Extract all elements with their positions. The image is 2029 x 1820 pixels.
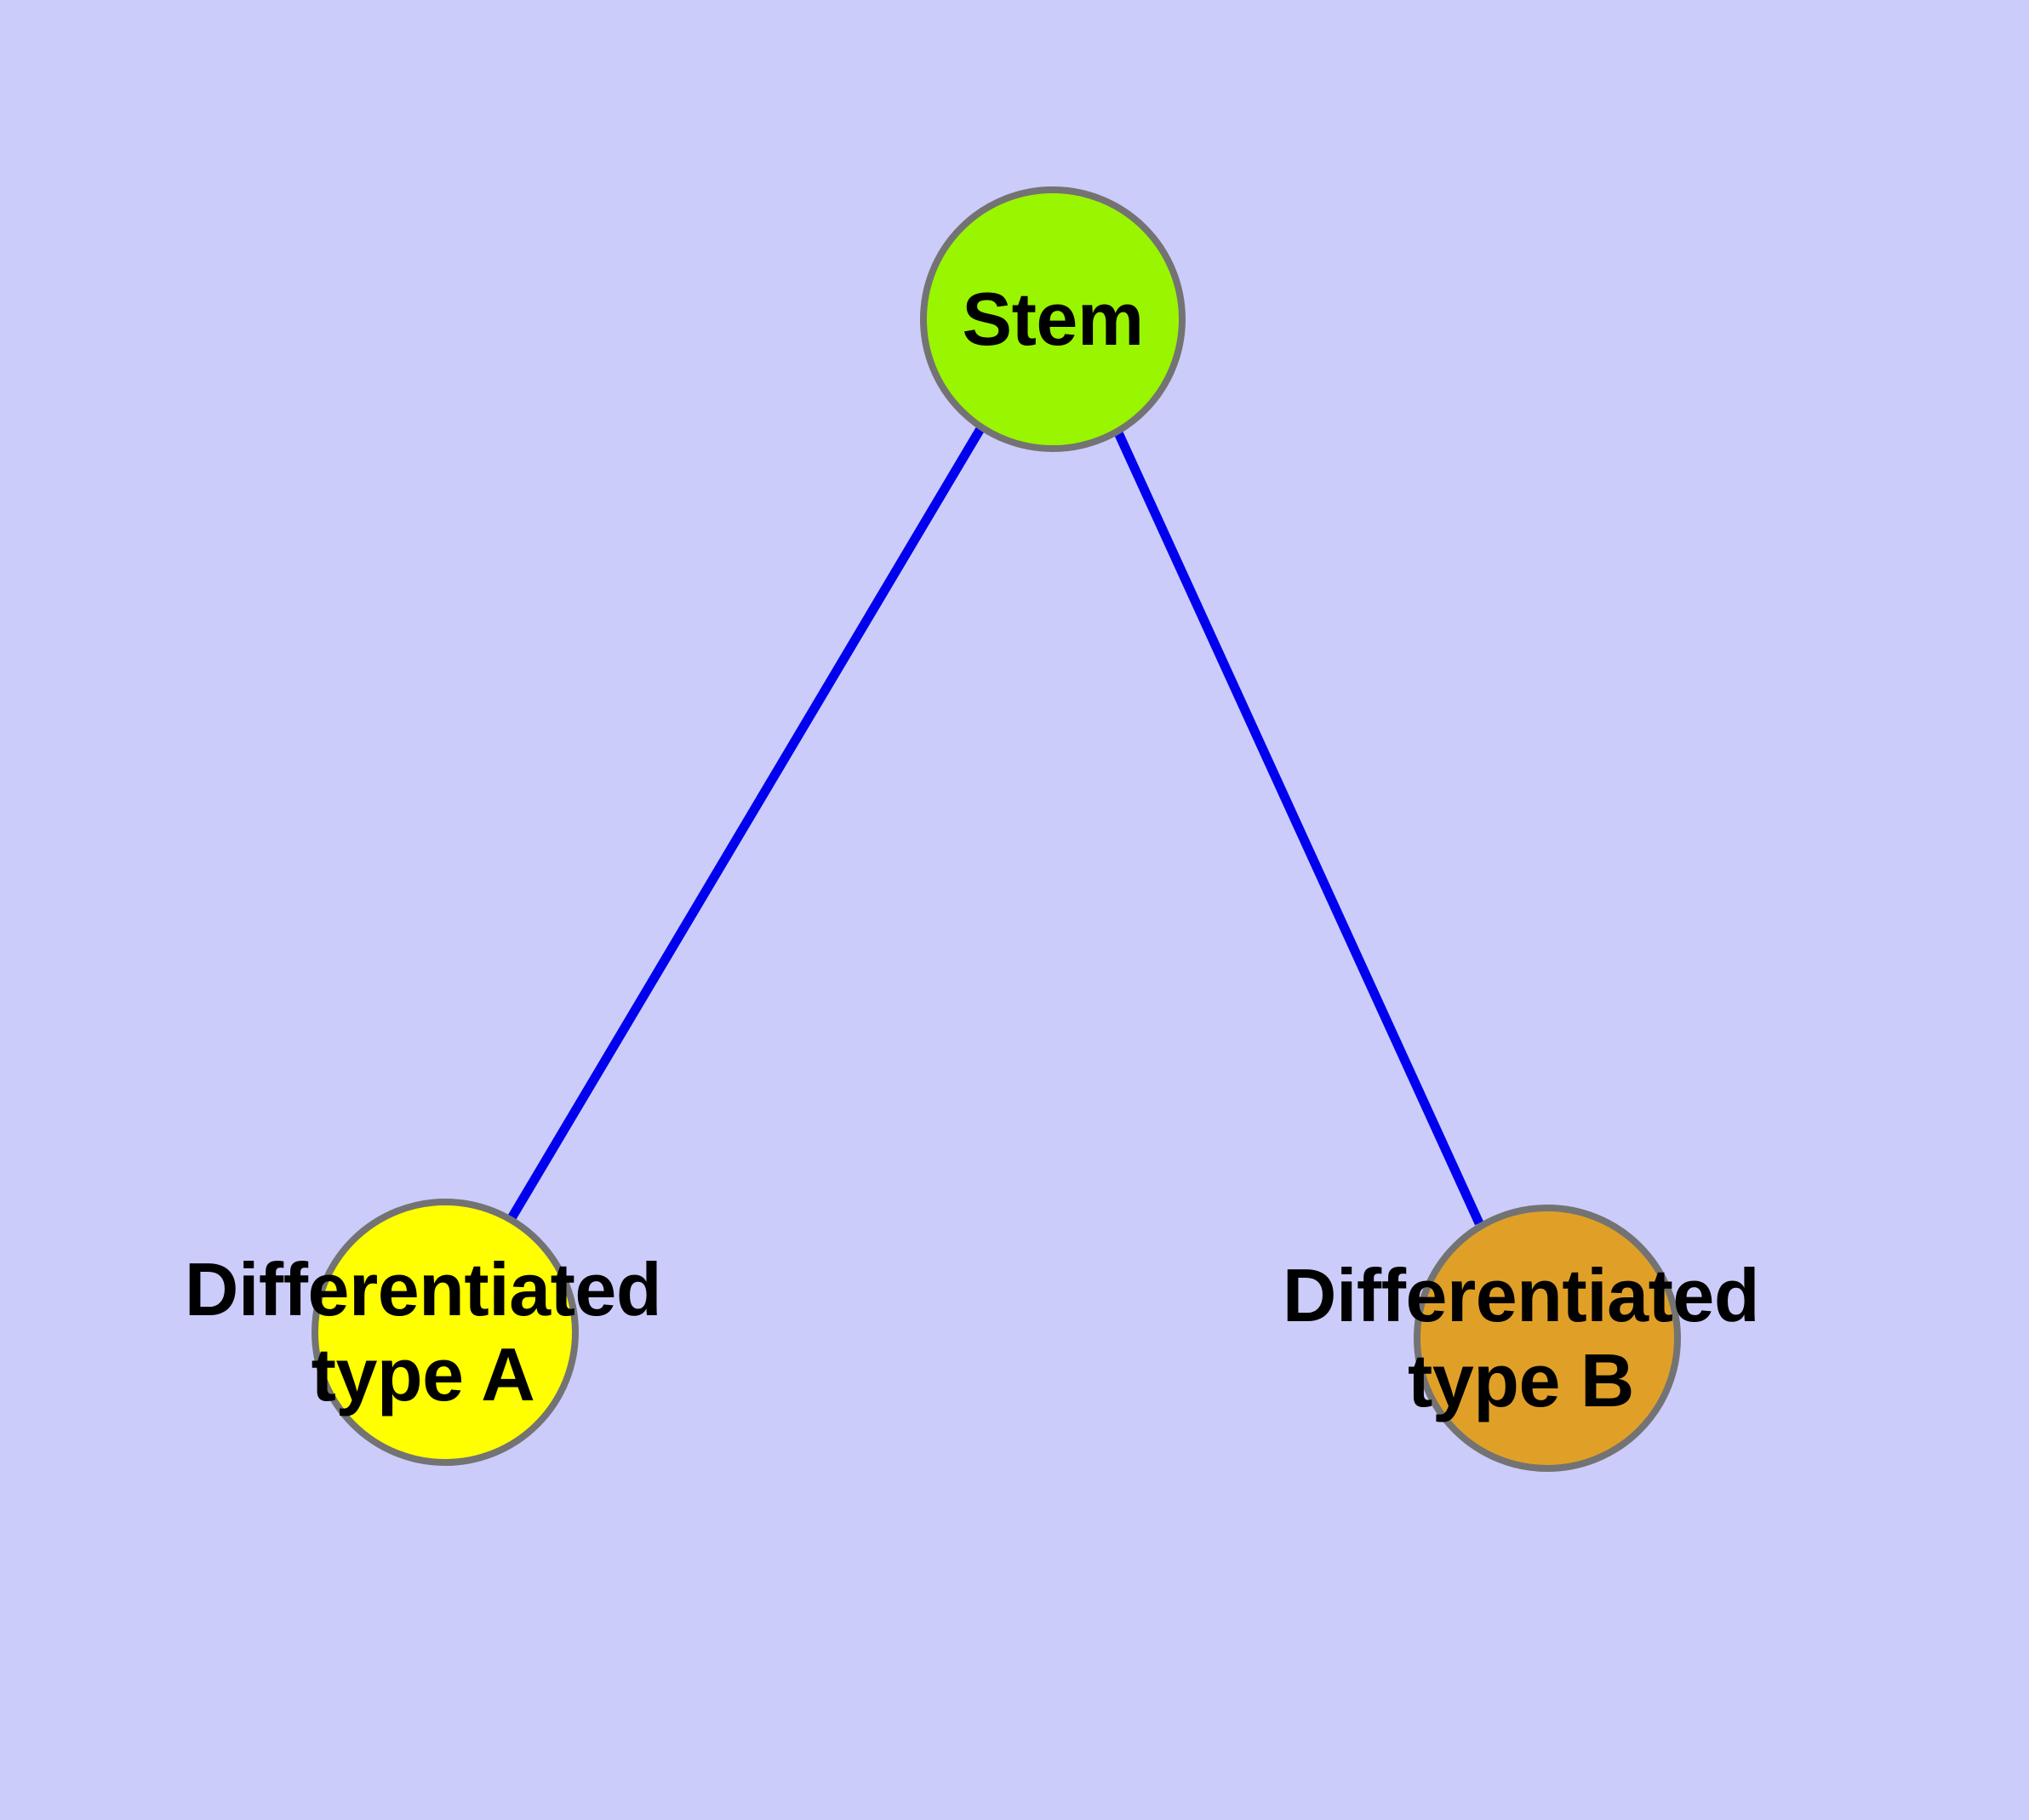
node-differentiated-type-a[interactable] [311,1199,579,1466]
node-stem[interactable] [920,186,1186,452]
node-differentiated-type-b[interactable] [1414,1205,1681,1472]
edge-layer [507,425,1484,1226]
edge-stem-to-differentiated-type-b[interactable] [1112,426,1484,1226]
edge-stem-to-differentiated-type-a[interactable] [507,425,986,1221]
node-layer [311,186,1681,1472]
